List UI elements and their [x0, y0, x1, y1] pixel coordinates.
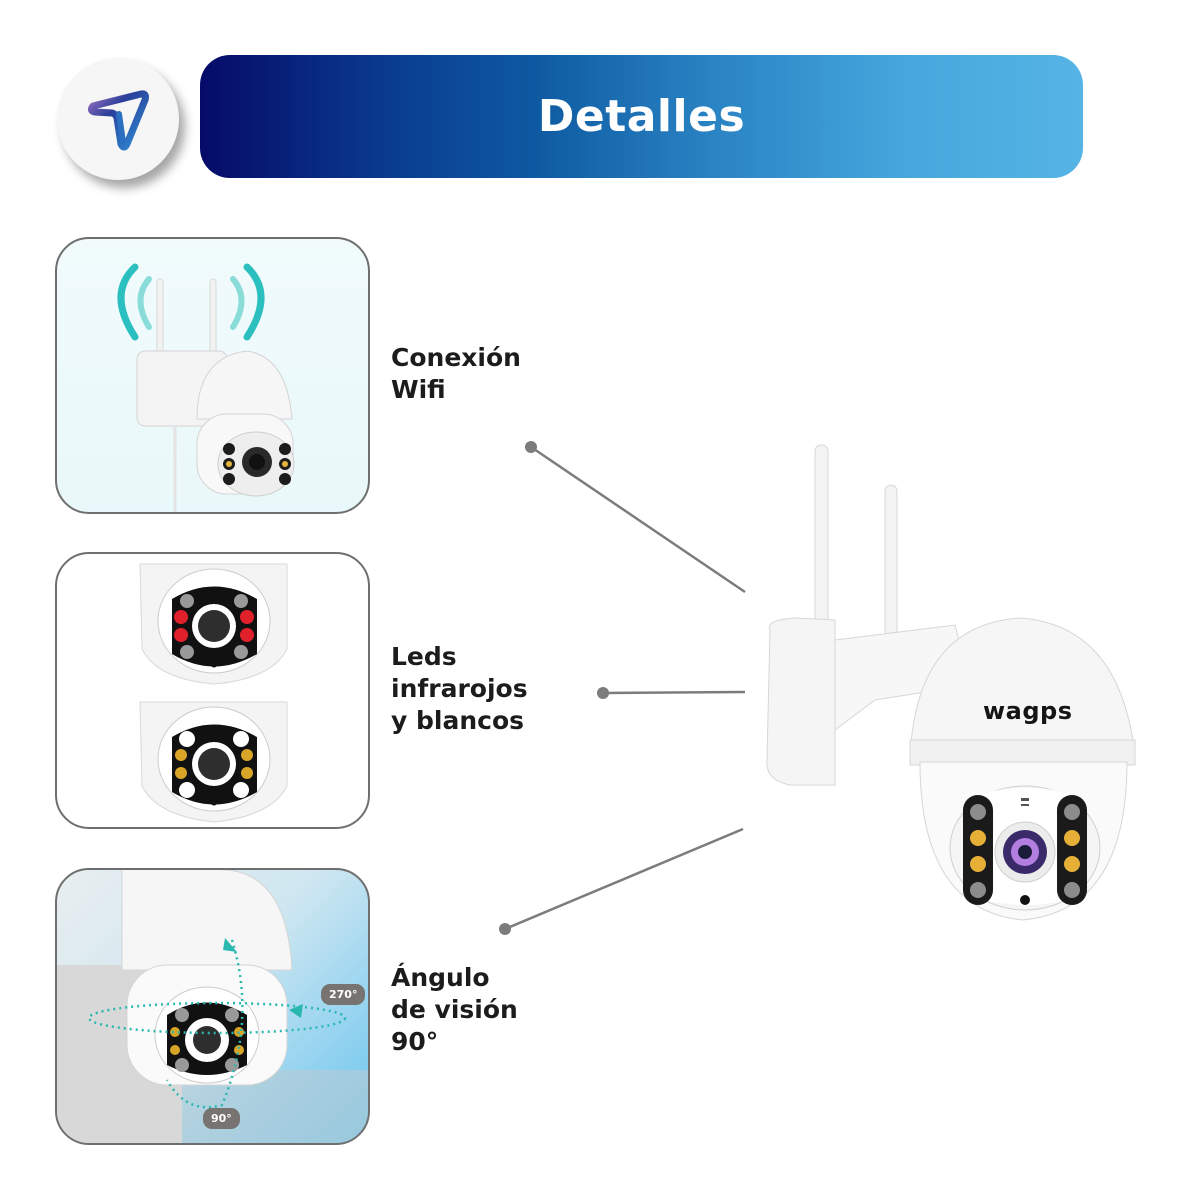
- page-title: Detalles: [537, 91, 746, 142]
- title-banner: Detalles: [200, 55, 1083, 178]
- feature-panel-leds: [55, 552, 370, 829]
- feature-label-angle: Ángulo de visión 90°: [391, 963, 518, 1056]
- badge-270-degrees: 270°: [321, 984, 366, 1005]
- connector-dot-angle: [499, 923, 511, 935]
- brand-logo: [57, 58, 179, 180]
- wifi-signal-icon: [117, 263, 139, 341]
- infrared-leds-camera: [139, 563, 288, 685]
- camera-rotation-angle-image: [57, 870, 368, 1143]
- product-brand-name: wagps: [983, 697, 1073, 725]
- connector-dot-leds: [597, 687, 609, 699]
- connector-dot-wifi: [525, 441, 537, 453]
- white-leds-camera: [139, 701, 288, 823]
- connector-line-wifi: [530, 445, 746, 594]
- brand-triangle-logo-icon: [87, 90, 149, 151]
- horizontal-rotation-arc: [87, 1001, 347, 1035]
- ptz-wifi-security-camera-image: [766, 444, 1136, 921]
- rotation-arrow-icon: [223, 938, 237, 952]
- camera-leds-infrared-and-white-image: [139, 563, 288, 823]
- camera-wifi-signal-image: [117, 263, 295, 512]
- feature-panel-angle: 270° 90°: [55, 868, 370, 1145]
- feature-label-leds: Leds infrarojos y blancos: [391, 642, 528, 735]
- badge-90-degrees: 90°: [203, 1108, 240, 1129]
- feature-label-wifi: Conexión Wifi: [391, 343, 521, 404]
- feature-panel-wifi: [55, 237, 370, 514]
- connector-line-angle: [504, 827, 744, 931]
- connector-line-leds: [602, 690, 746, 695]
